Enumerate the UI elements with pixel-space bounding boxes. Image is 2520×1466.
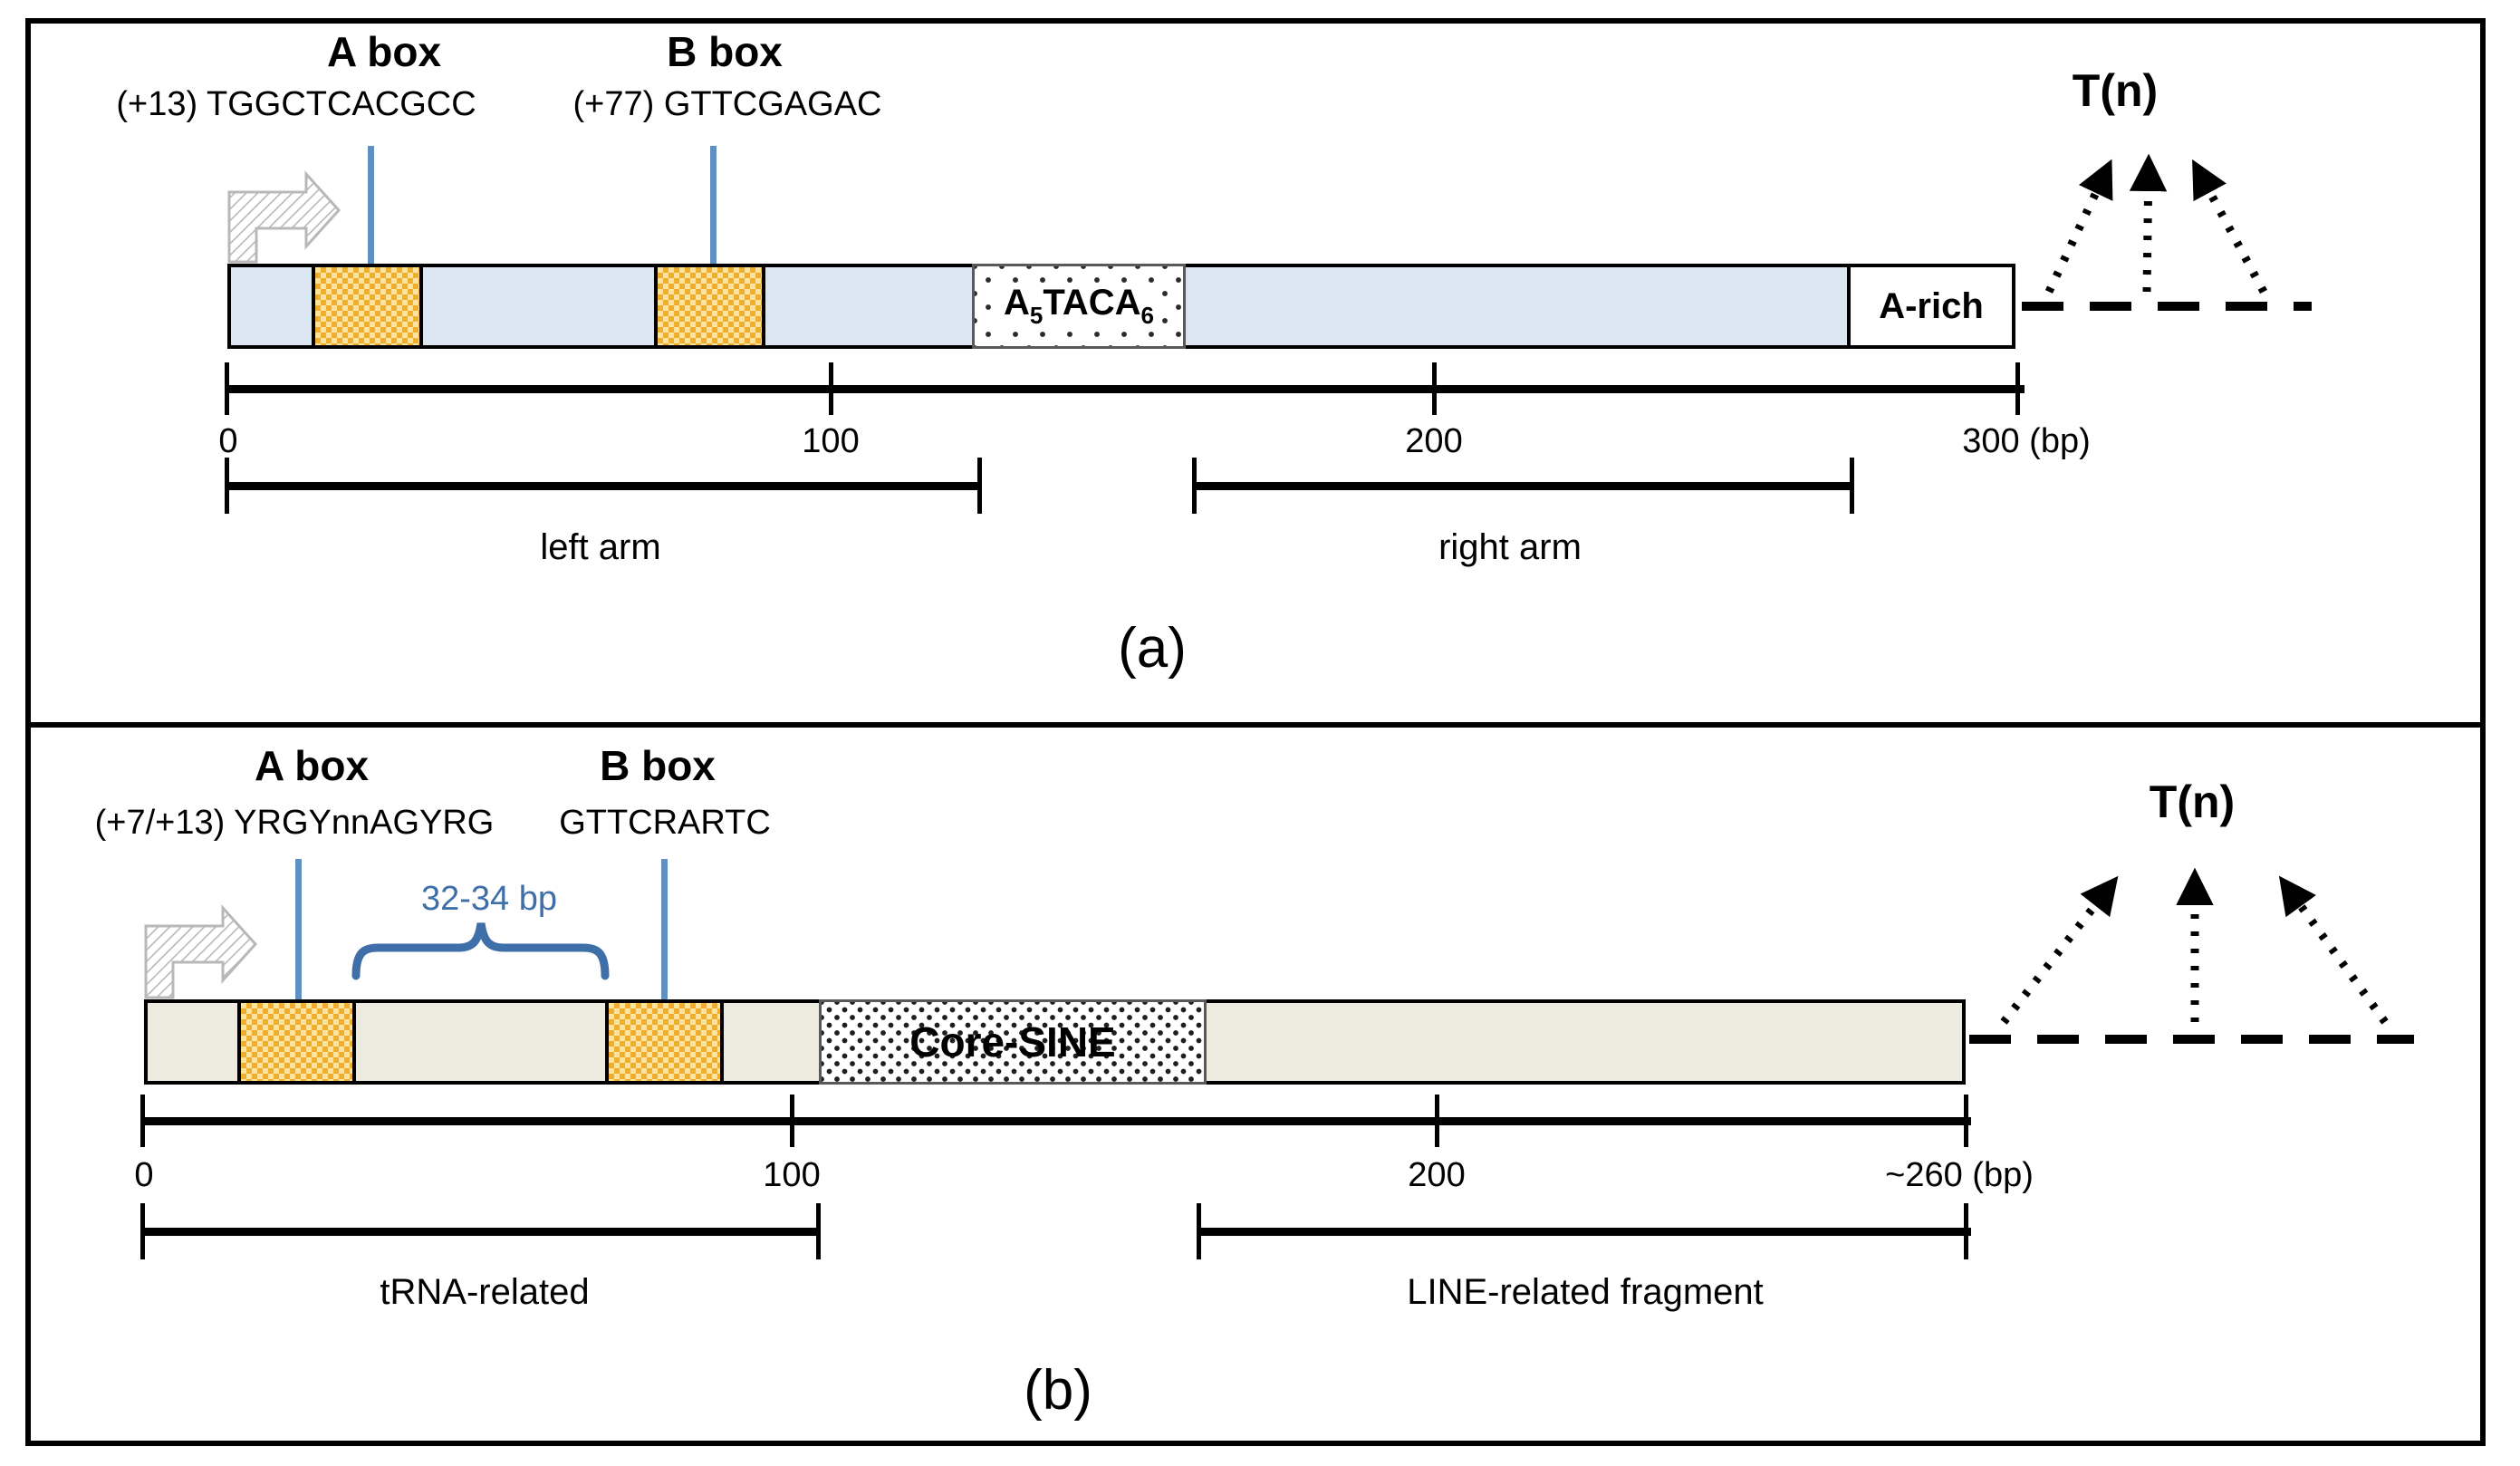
panel-b-scale-tick-260 xyxy=(1964,1095,1968,1147)
panel-a-scale-label-end: 300 (bp) xyxy=(1962,422,2091,460)
panel-b-scale-label-end: ~260 (bp) xyxy=(1885,1156,2034,1194)
panel-b-scale-tick-200 xyxy=(1435,1095,1439,1147)
panel-a-central-motif-box: A5TACA6 xyxy=(972,264,1186,349)
panel-b-trna-tick-start xyxy=(140,1203,145,1259)
panel-b-b-box-title: B box xyxy=(600,742,716,789)
panel-b-a-box-title: A box xyxy=(254,742,370,789)
panel-b-line-label: LINE-related fragment xyxy=(1407,1272,1764,1312)
panel-b-line-tick-end xyxy=(1964,1203,1968,1259)
panel-b-trna-tick-end xyxy=(816,1203,821,1259)
panel-b-spacer-label: 32-34 bp xyxy=(420,880,558,918)
panel-b-letter: (b) xyxy=(1024,1359,1092,1422)
panel-a-right-arm-label: right arm xyxy=(1438,527,1582,567)
panel-b-line-bracket xyxy=(1198,1228,1971,1236)
panel-b-b-box-sequence: GTTCRARTC xyxy=(559,804,771,842)
panel-a-b-box-pointer-line xyxy=(710,146,717,264)
panel-a-tail-label: T(n) xyxy=(2072,65,2159,116)
panel-b-a-box-sequence: (+7/+13) YRGYnnAGYRG xyxy=(94,804,495,842)
panel-b-trna-label: tRNA-related xyxy=(380,1272,590,1312)
panel-b-scale-label-100: 100 xyxy=(763,1156,821,1194)
panel-a-letter: (a) xyxy=(1118,617,1187,680)
panel-a-right-arm-bracket xyxy=(1194,482,1853,490)
panel-b-b-box-pointer-line xyxy=(661,859,668,999)
panel-b-a-box-pointer-line xyxy=(295,859,302,999)
panel-a-right-arm-tick-start xyxy=(1192,458,1197,514)
panel-b-a-box-segment xyxy=(237,999,356,1085)
panel-a-a-box-segment xyxy=(312,264,423,349)
panel-b-tail-label: T(n) xyxy=(2149,776,2236,827)
panel-a-left-arm-label: left arm xyxy=(540,527,661,567)
panel-b-sine-bar: Core-SINE xyxy=(144,999,1966,1085)
panel-divider-line xyxy=(31,722,2486,728)
panel-a-left-arm-tick-start xyxy=(225,458,229,514)
panel-a-right-arm-tick-end xyxy=(1850,458,1854,514)
panel-a-sine-bar: A5TACA6 A-rich xyxy=(227,264,2015,349)
panel-a-scale-tick-100 xyxy=(829,362,833,415)
panel-a-scale-tick-200 xyxy=(1432,362,1437,415)
panel-a-b-box-title: B box xyxy=(667,28,783,75)
panel-a-a-box-pointer-line xyxy=(368,146,374,264)
panel-a-scale-label-200: 200 xyxy=(1405,422,1463,460)
panel-b-scale-line xyxy=(142,1117,1971,1125)
panel-a-scale-tick-0 xyxy=(225,362,229,415)
panel-a-scale-label-0: 0 xyxy=(218,422,238,460)
panel-b-scale-label-200: 200 xyxy=(1408,1156,1466,1194)
panel-a-b-box-segment xyxy=(654,264,765,349)
panel-a-scale-line xyxy=(226,385,2025,393)
panel-a-b-box-sequence: (+77) GTTCGAGAC xyxy=(572,85,882,123)
panel-a-scale-tick-300 xyxy=(2015,362,2020,415)
panel-b-trna-bracket xyxy=(142,1228,821,1236)
panel-b-core-sine-box: Core-SINE xyxy=(819,999,1207,1085)
panel-a-central-motif-label: A5TACA6 xyxy=(998,283,1159,330)
panel-a-left-arm-bracket xyxy=(226,482,981,490)
panel-a-scale-label-100: 100 xyxy=(802,422,860,460)
panel-a-a-rich-box: A-rich xyxy=(1847,264,2015,349)
panel-a-a-box-sequence: (+13) TGGCTCACGCC xyxy=(116,85,476,123)
panel-a-a-rich-label: A-rich xyxy=(1879,285,1984,326)
figure-border xyxy=(25,18,2486,1446)
panel-b-core-sine-label: Core-SINE xyxy=(909,1018,1116,1066)
panel-b-scale-tick-0 xyxy=(140,1095,145,1147)
panel-b-scale-label-0: 0 xyxy=(134,1156,154,1194)
panel-b-line-tick-start xyxy=(1197,1203,1201,1259)
panel-b-b-box-segment xyxy=(605,999,724,1085)
panel-a-a-box-title: A box xyxy=(326,28,442,75)
panel-b-scale-tick-100 xyxy=(790,1095,794,1147)
panel-a-left-arm-tick-end xyxy=(977,458,982,514)
